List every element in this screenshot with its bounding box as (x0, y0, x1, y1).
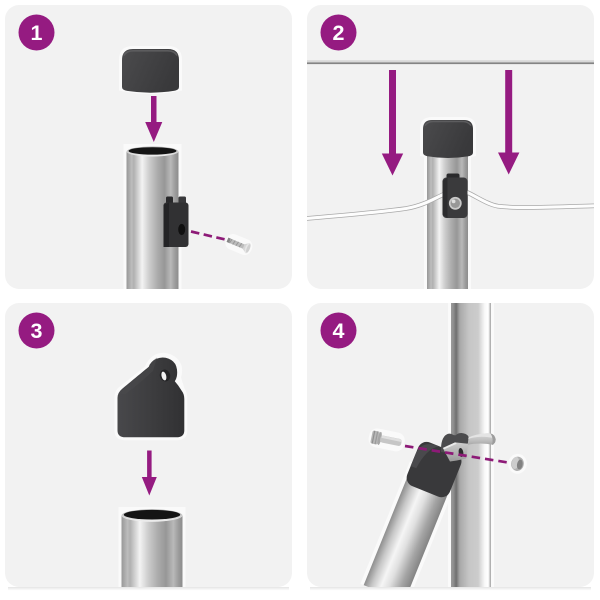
svg-text:4: 4 (333, 319, 345, 343)
svg-text:2: 2 (333, 21, 345, 45)
svg-text:3: 3 (31, 319, 43, 343)
svg-text:1: 1 (31, 21, 43, 45)
